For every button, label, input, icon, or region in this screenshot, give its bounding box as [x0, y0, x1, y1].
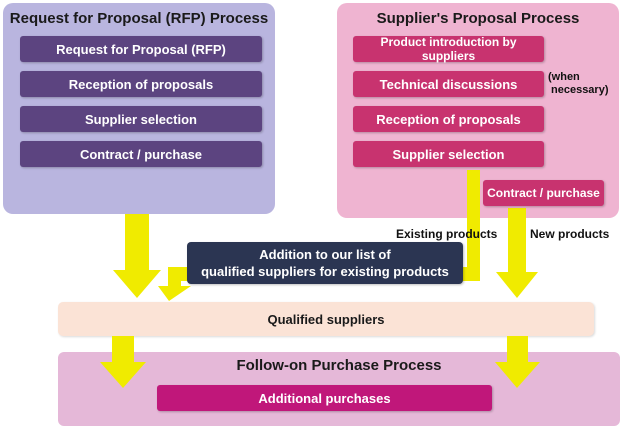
technical-note-line2: necessary): [551, 84, 609, 96]
technical-note-line1: (when: [548, 71, 580, 83]
supplier-step-reception: Reception of proposals: [353, 106, 544, 132]
rfp-step-contract: Contract / purchase: [20, 141, 262, 167]
new-products-arrow: [496, 208, 538, 298]
supplier-step-selection: Supplier selection: [353, 141, 544, 167]
supplier-process-title: Supplier's Proposal Process: [376, 10, 580, 27]
qualified-to-followon-left-arrow: [100, 336, 146, 388]
addition-to-list-box: Addition to our list of qualified suppli…: [187, 242, 463, 284]
rfp-step-reception: Reception of proposals: [20, 71, 262, 97]
qualified-to-followon-right-arrow: [495, 336, 540, 388]
rfp-step-request: Request for Proposal (RFP): [20, 36, 262, 62]
existing-products-label: Existing products: [396, 227, 498, 241]
supplier-contract-purchase: Contract / purchase: [483, 180, 604, 206]
addition-line2: qualified suppliers for existing product…: [201, 264, 449, 279]
supplier-step-introduction: Product introduction by suppliers: [353, 35, 544, 63]
rfp-to-qualified-arrow: [113, 214, 161, 298]
additional-purchases-box: Additional purchases: [157, 385, 492, 411]
followon-title: Follow-on Purchase Process: [236, 357, 442, 374]
supplier-step-technical: Technical discussions: [353, 71, 544, 97]
qualified-suppliers-label: Qualified suppliers: [267, 311, 385, 327]
rfp-step-selection: Supplier selection: [20, 106, 262, 132]
rfp-process-title: Request for Proposal (RFP) Process: [9, 10, 269, 27]
addition-line1: Addition to our list of: [259, 247, 391, 262]
new-products-label: New products: [530, 227, 610, 241]
qualified-suppliers-bar: [58, 302, 594, 336]
